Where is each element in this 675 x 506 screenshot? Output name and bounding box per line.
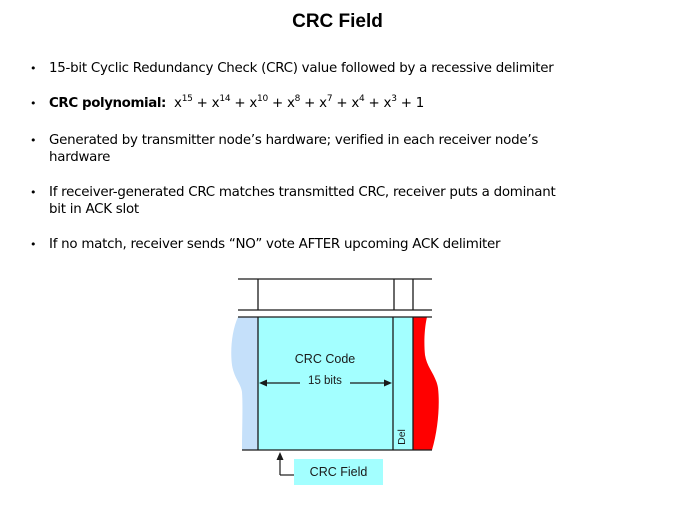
poly-operator: + <box>271 96 283 111</box>
poly-term: x14 <box>211 94 231 112</box>
polynomial-label: CRC polynomial: <box>49 96 166 111</box>
poly-term: x4 <box>351 94 365 112</box>
poly-operator: + <box>304 96 316 111</box>
poly-operator: + <box>336 96 348 111</box>
bullet-list: • 15-bit Cyclic Redundancy Check (CRC) v… <box>30 60 650 253</box>
bits-label: 15 bits <box>300 375 350 387</box>
bullet-dot-icon: • <box>30 134 37 147</box>
bullet-item: • Generated by transmitter node’s hardwa… <box>30 132 650 166</box>
poly-operator: + <box>400 96 412 111</box>
bullet-dot-icon: • <box>30 97 37 110</box>
previous-field-shape <box>231 317 258 450</box>
crc-code-label: CRC Code <box>294 352 356 366</box>
bullet-text: If no match, receiver sends “NO” vote AF… <box>49 237 501 252</box>
poly-operator: + <box>234 96 246 111</box>
bullet-text: 15-bit Cyclic Redundancy Check (CRC) val… <box>49 61 554 76</box>
bullet-dot-icon: • <box>30 62 37 75</box>
bits-dimension-arrow <box>259 379 392 387</box>
bullet-dot-icon: • <box>30 186 37 199</box>
delimiter-label: Del <box>396 429 408 445</box>
bullet-dot-icon: • <box>30 238 37 251</box>
bullet-item: • If receiver-generated CRC matches tran… <box>30 184 650 218</box>
field-pointer-arrow <box>276 452 294 476</box>
bullet-item: • If no match, receiver sends “NO” vote … <box>30 236 650 253</box>
slide-title: CRC Field <box>292 11 383 32</box>
bullet-text: Generated by transmitter node’s hardware… <box>49 133 539 165</box>
poly-term: x8 <box>286 94 301 112</box>
poly-term: x7 <box>319 94 333 112</box>
poly-term: x15 <box>174 94 193 112</box>
poly-term: x3 <box>383 94 397 112</box>
bullet-text: If receiver-generated CRC matches transm… <box>49 185 556 217</box>
delimiter-box <box>393 317 413 450</box>
poly-term: 1 <box>415 96 425 111</box>
bullet-item-polynomial: • CRC polynomial: x15 + x14 + x10 + x8 +… <box>30 95 650 112</box>
field-dividers <box>238 316 432 451</box>
next-field-shape <box>413 317 439 450</box>
poly-operator: + <box>196 96 208 111</box>
poly-operator: + <box>368 96 380 111</box>
polynomial-line: CRC polynomial: x15 + x14 + x10 + x8 + x… <box>49 95 649 112</box>
poly-term: x10 <box>249 94 268 112</box>
crc-field-label: CRC Field <box>294 459 383 485</box>
frame-strip-top <box>238 278 432 311</box>
bullet-item: • 15-bit Cyclic Redundancy Check (CRC) v… <box>30 60 650 77</box>
